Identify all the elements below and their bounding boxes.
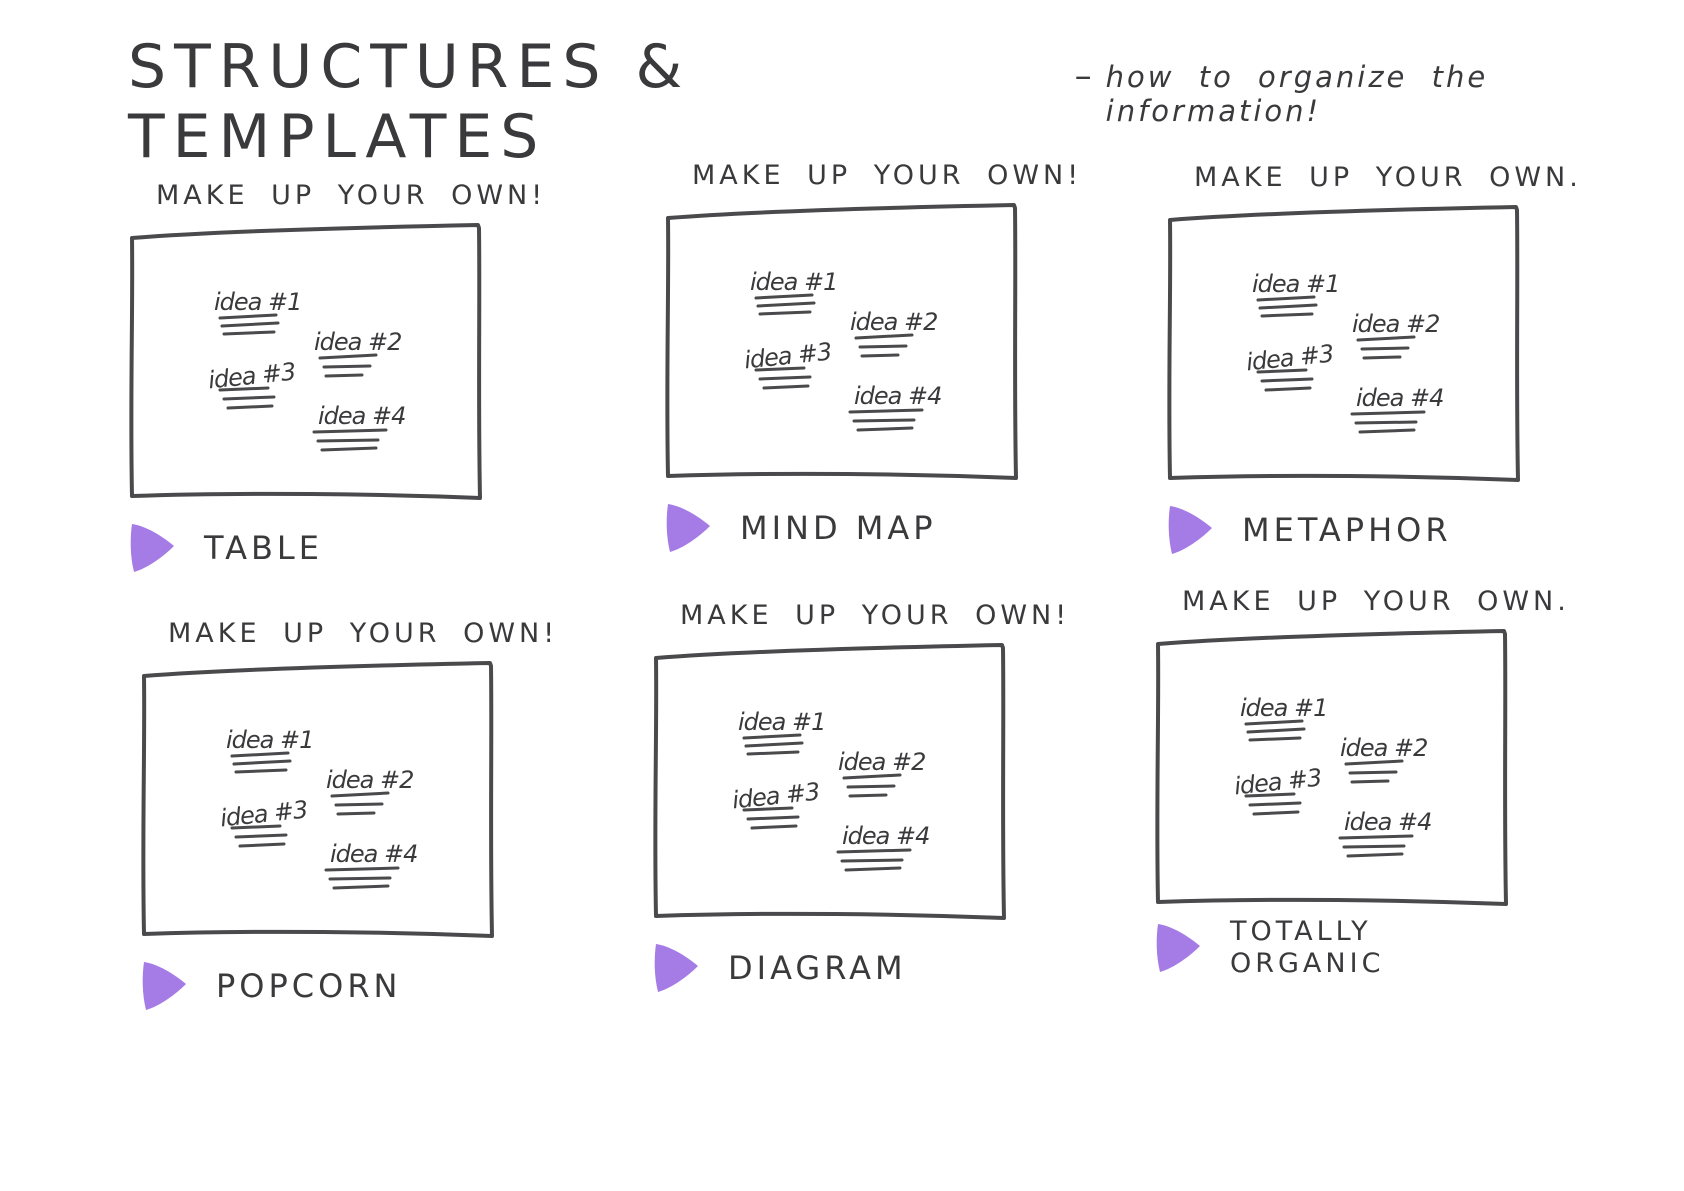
title-dash: – [1074,56,1092,96]
play-triangle-icon [142,962,186,1010]
page-subtitle: how to organize the information! [1105,60,1489,128]
idea-2-label: idea #2 [850,308,938,336]
card-caption: MAKE UP YOUR OWN. [1194,162,1582,193]
template-card-1: MAKE UP YOUR OWN! idea #1 idea #2 idea #… [128,180,588,620]
card-label-row: DIAGRAM [652,940,907,996]
card-label-row: TOTALLY ORGANIC [1154,916,1384,980]
idea-lines [1256,295,1426,434]
idea-1-label: idea #1 [738,708,826,736]
card-label: TABLE [204,529,323,567]
template-card-4: MAKE UP YOUR OWN! idea #1 idea #2 idea #… [140,618,600,1058]
idea-4-label: idea #4 [854,382,942,410]
play-triangle-icon [130,524,174,572]
page-header: STRUCTURES & TEMPLATES – how to organize… [128,32,1684,172]
idea-1-label: idea #1 [1240,694,1328,722]
sketch-frame [129,223,482,500]
sketch-frame [141,661,494,938]
card-label: MIND MAP [740,509,937,547]
card-caption: MAKE UP YOUR OWN! [692,160,1083,191]
idea-lines [218,313,388,452]
card-label: POPCORN [216,967,402,1005]
idea-1-label: idea #1 [214,288,302,316]
page-title: STRUCTURES & TEMPLATES [128,32,691,172]
play-triangle-icon [666,504,710,552]
sketch-frame [1167,205,1520,482]
idea-lines [230,751,400,890]
play-triangle-icon [1168,506,1212,554]
idea-2-label: idea #2 [1352,310,1440,338]
card-label-row: POPCORN [140,958,401,1014]
idea-4-label: idea #4 [318,402,406,430]
idea-4-label: idea #4 [330,840,418,868]
card-label-row: TABLE [128,520,323,576]
idea-1-label: idea #1 [226,726,314,754]
idea-2-label: idea #2 [326,766,414,794]
card-label: TOTALLY ORGANIC [1230,916,1385,979]
card-label: DIAGRAM [728,949,907,987]
idea-4-label: idea #4 [1344,808,1432,836]
sketch-frame [1155,629,1508,906]
idea-4-label: idea #4 [842,822,930,850]
card-caption: MAKE UP YOUR OWN. [1182,586,1570,617]
template-card-6: MAKE UP YOUR OWN. idea #1 idea #2 idea #… [1154,586,1614,1026]
idea-lines [754,293,924,432]
template-card-5: MAKE UP YOUR OWN! idea #1 idea #2 idea #… [652,600,1112,1040]
idea-lines [742,733,912,872]
card-label-row: MIND MAP [664,500,937,556]
template-card-2: MAKE UP YOUR OWN! idea #1 idea #2 idea #… [664,160,1124,600]
template-card-3: MAKE UP YOUR OWN. idea #1 idea #2 idea #… [1166,162,1626,602]
idea-2-label: idea #2 [1340,734,1428,762]
idea-1-label: idea #1 [750,268,838,296]
play-triangle-icon [654,944,698,992]
idea-1-label: idea #1 [1252,270,1340,298]
play-triangle-icon [1156,924,1200,972]
sketch-frame [653,643,1006,920]
card-caption: MAKE UP YOUR OWN! [156,180,547,211]
idea-4-label: idea #4 [1356,384,1444,412]
idea-2-label: idea #2 [838,748,926,776]
sketch-frame [665,203,1018,480]
card-caption: MAKE UP YOUR OWN! [168,618,559,649]
idea-2-label: idea #2 [314,328,402,356]
card-caption: MAKE UP YOUR OWN! [680,600,1071,631]
card-label: METAPHOR [1242,511,1452,549]
card-label-row: METAPHOR [1166,502,1452,558]
idea-lines [1244,719,1414,858]
